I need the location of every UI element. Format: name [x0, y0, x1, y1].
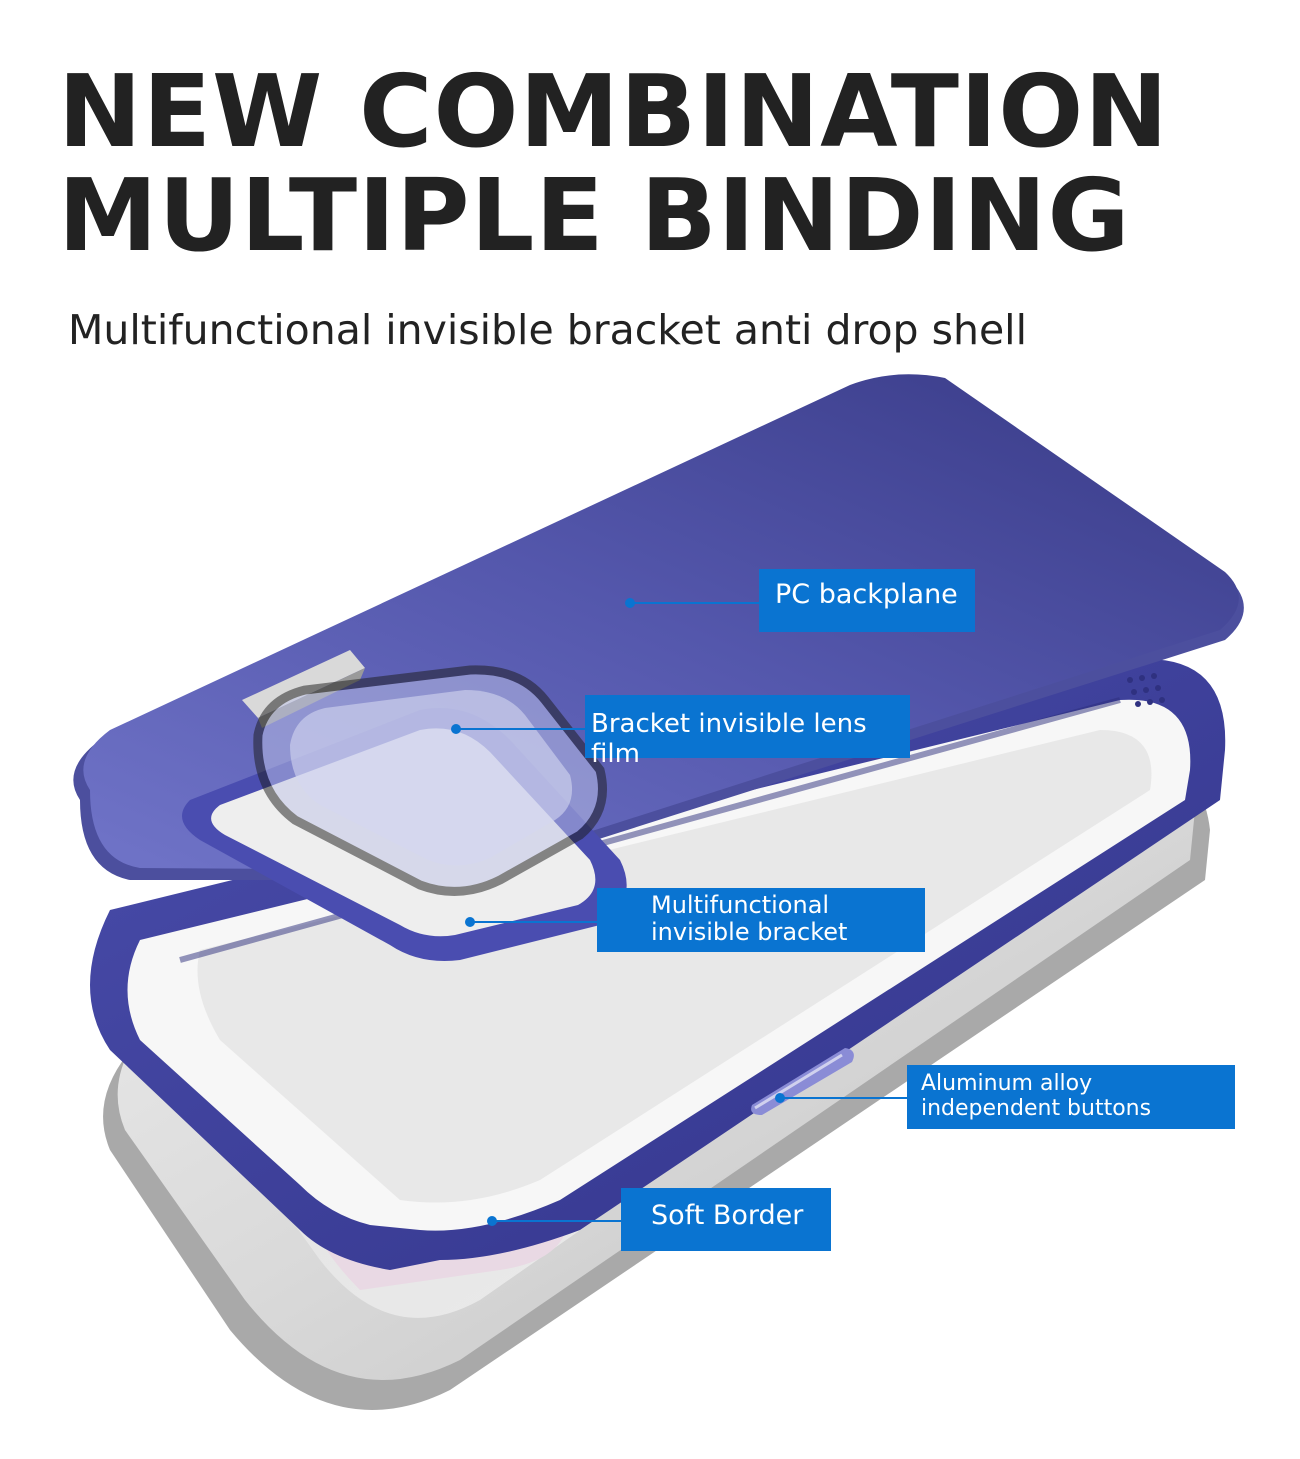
callout-soft-border: Soft Border: [621, 1188, 831, 1251]
callout-bracket-line-1: Multifunctional: [651, 891, 830, 919]
callout-pc-backplane: PC backplane: [759, 569, 975, 632]
callout-leaders: [451, 598, 907, 1226]
callout-lens-film-label: Bracket invisible lens film: [591, 709, 867, 769]
callout-buttons-line-2: independent buttons: [921, 1096, 1152, 1121]
callout-pc-backplane-label: PC backplane: [775, 579, 958, 610]
headline-line-1: NEW COMBINATION: [58, 53, 1169, 170]
headline-line-2: MULTIPLE BINDING: [58, 157, 1131, 274]
callout-buttons-line-1: Aluminum alloy: [921, 1071, 1093, 1096]
callout-lens-film: Bracket invisible lens film: [585, 695, 910, 769]
subtitle: Multifunctional invisible bracket anti d…: [68, 306, 1027, 354]
callout-soft-border-label: Soft Border: [651, 1200, 804, 1231]
callout-bracket-line-2: invisible bracket: [651, 918, 848, 946]
callout-buttons: Aluminum alloy independent buttons: [907, 1065, 1235, 1129]
callout-bracket: Multifunctional invisible bracket: [597, 888, 925, 952]
soft-border-frame: [90, 659, 1226, 1270]
lens-bracket-ring: [182, 665, 627, 961]
speaker-grille: [1127, 673, 1165, 707]
